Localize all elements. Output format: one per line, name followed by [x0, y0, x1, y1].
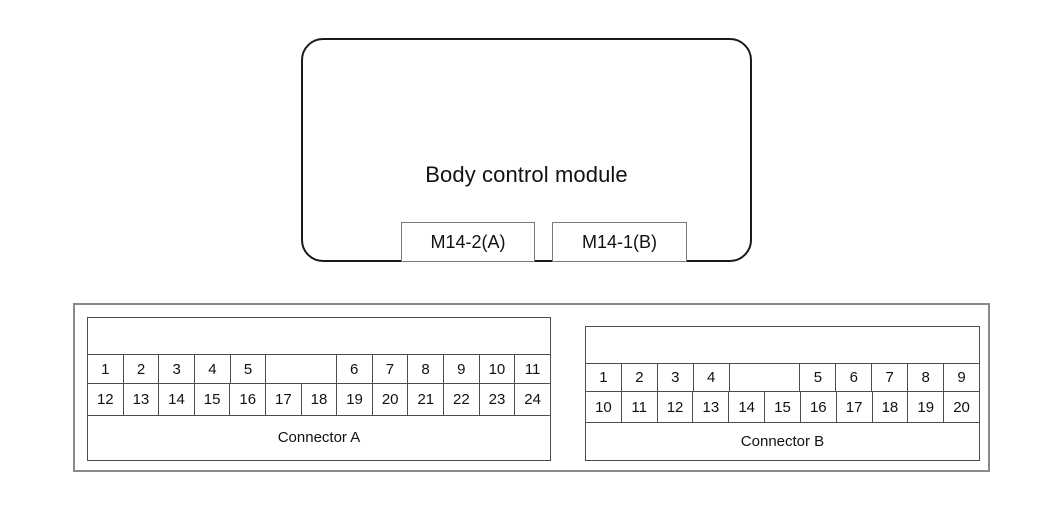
module-connector-tab-a: M14-2(A) [401, 222, 535, 262]
pin-cell: 12 [658, 392, 694, 422]
pin-cell: 11 [524, 360, 541, 378]
pin-cell: 4 [195, 355, 231, 383]
pin-cell: 10 [480, 355, 516, 383]
connector-b-top-band [586, 327, 979, 364]
pin-cell: 20 [953, 398, 970, 416]
pin-cell: 17 [837, 392, 873, 422]
pin-cell: 10 [586, 392, 622, 422]
connector-b-caption: Connector B [740, 432, 825, 450]
pin-cell: 7 [872, 364, 909, 391]
pin-cell: 16 [230, 384, 267, 415]
pin-cell: 1 [88, 355, 124, 383]
pin-cell: 11 [622, 392, 658, 422]
pin-cell: 1 [586, 364, 622, 391]
pin-cell: 15 [195, 384, 231, 415]
pin-cell: 3 [658, 364, 694, 391]
pin-cell: 3 [159, 355, 196, 383]
pin-cell: 17 [266, 384, 302, 415]
pin-cell: 6 [836, 364, 873, 391]
pin-cell: 8 [908, 364, 945, 391]
pin-cell: 9 [957, 369, 966, 386]
pin-cell: 16 [801, 392, 837, 422]
pin-cell: 15 [765, 392, 801, 422]
pin-cell-blank [730, 364, 801, 391]
pin-cell: 5 [231, 355, 267, 383]
pin-cell: 12 [88, 384, 124, 415]
pin-cell: 13 [693, 392, 730, 422]
module-connector-tab-b: M14-1(B) [552, 222, 687, 262]
pin-cell: 7 [373, 355, 409, 383]
pin-cell: 20 [373, 384, 409, 415]
pin-cell: 19 [908, 392, 945, 422]
pin-cell: 13 [124, 384, 160, 415]
pin-cell: 2 [124, 355, 160, 383]
pin-cell: 9 [444, 355, 480, 383]
pin-cell-blank [266, 355, 337, 383]
pin-cell: 2 [622, 364, 658, 391]
pin-cell: 5 [800, 364, 837, 391]
pin-cell: 14 [729, 392, 766, 422]
pin-cell: 4 [694, 364, 730, 391]
pin-cell: 8 [408, 355, 444, 383]
pin-cell: 24 [524, 391, 541, 408]
pin-cell: 23 [480, 384, 516, 415]
connector-a-top-band [88, 318, 550, 355]
pin-cell: 14 [159, 384, 195, 415]
pin-cell: 18 [873, 392, 909, 422]
pin-cell: 22 [444, 384, 480, 415]
pin-cell: 18 [302, 384, 338, 415]
pin-cell: 6 [337, 355, 373, 383]
connector-a-caption: Connector A [277, 429, 361, 446]
pin-cell: 19 [337, 384, 373, 415]
pin-cell: 21 [408, 384, 445, 415]
module-title: Body control module [425, 162, 628, 187]
